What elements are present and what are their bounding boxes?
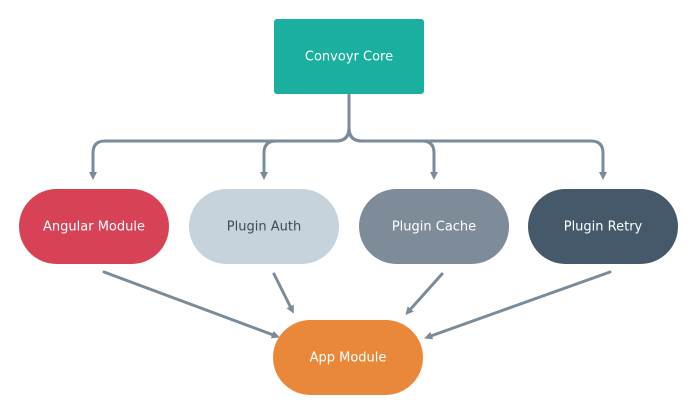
node-plugin-auth-pill <box>189 189 339 264</box>
node-plugin-retry-label: Plugin Retry <box>564 220 643 235</box>
arrow-cache-to-app <box>405 272 444 315</box>
app-connectors <box>102 270 612 340</box>
node-angular-module-label: Angular Module <box>43 220 145 235</box>
arrow-angular-to-app <box>102 270 280 339</box>
node-plugin-retry: Plugin Retry <box>528 189 678 264</box>
node-plugin-auth-label: Plugin Auth <box>227 220 301 235</box>
arrow-retry-to-app <box>424 270 612 340</box>
connector-core-trunk <box>89 93 351 180</box>
node-plugin-cache-pill <box>359 189 509 264</box>
node-app-module: App Module <box>273 320 423 395</box>
node-convoyr-core: Convoyr Core <box>274 19 424 94</box>
node-plugin-cache: Plugin Cache <box>359 189 509 264</box>
node-convoyr-core-box <box>274 19 424 94</box>
connector-core-to-retry <box>347 126 607 180</box>
connector-core-to-auth <box>260 126 351 180</box>
node-plugin-auth: Plugin Auth <box>189 189 339 264</box>
node-convoyr-core-label: Convoyr Core <box>305 50 393 65</box>
node-angular-module-pill <box>19 189 169 264</box>
node-angular-module: Angular Module <box>19 189 169 264</box>
arrow-auth-to-app <box>272 272 294 314</box>
connector-core-to-cache <box>347 126 438 180</box>
node-app-module-label: App Module <box>310 351 387 366</box>
node-app-module-pill <box>273 320 423 395</box>
node-plugin-retry-pill <box>528 189 678 264</box>
core-connectors <box>89 93 607 180</box>
node-plugin-cache-label: Plugin Cache <box>392 220 476 235</box>
